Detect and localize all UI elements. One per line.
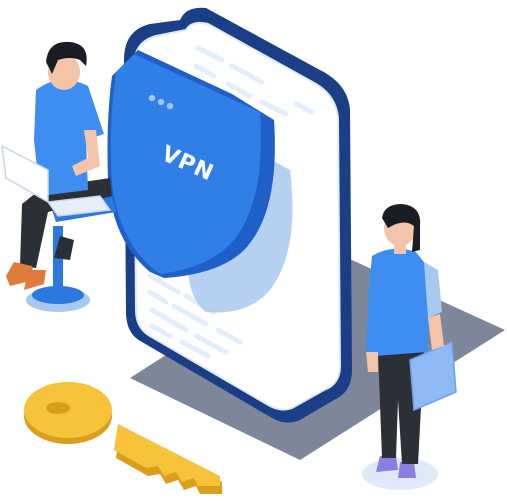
- shield-dot: [166, 102, 174, 110]
- tablet-icon: [409, 314, 457, 412]
- woman-hand-right: [428, 314, 444, 350]
- man-with-laptop: [1, 41, 116, 312]
- shield-front: [110, 54, 261, 274]
- woman-shirt: [368, 248, 430, 356]
- man-hair: [46, 41, 87, 74]
- laptop-icon: [1, 144, 112, 217]
- woman-arm-left: [366, 270, 380, 352]
- shield-dot: [157, 98, 165, 106]
- woman-with-tablet: [362, 204, 457, 490]
- man-lower-leg: [54, 236, 74, 260]
- man-shoe-back: [24, 270, 46, 290]
- shield-icon: VPN: [107, 50, 275, 278]
- laptop-base: [46, 195, 112, 217]
- stool-pole: [53, 226, 63, 296]
- woman-hair: [382, 204, 421, 252]
- woman-sleeve-right: [424, 262, 442, 318]
- woman-hand-left: [366, 352, 378, 372]
- shield-dot: [148, 94, 156, 102]
- man-arm: [72, 130, 100, 176]
- key-blade: [114, 424, 220, 486]
- woman-shoe: [398, 462, 416, 478]
- key-hole: [46, 402, 70, 414]
- key-icon: [24, 382, 222, 494]
- woman-shoe: [376, 456, 398, 472]
